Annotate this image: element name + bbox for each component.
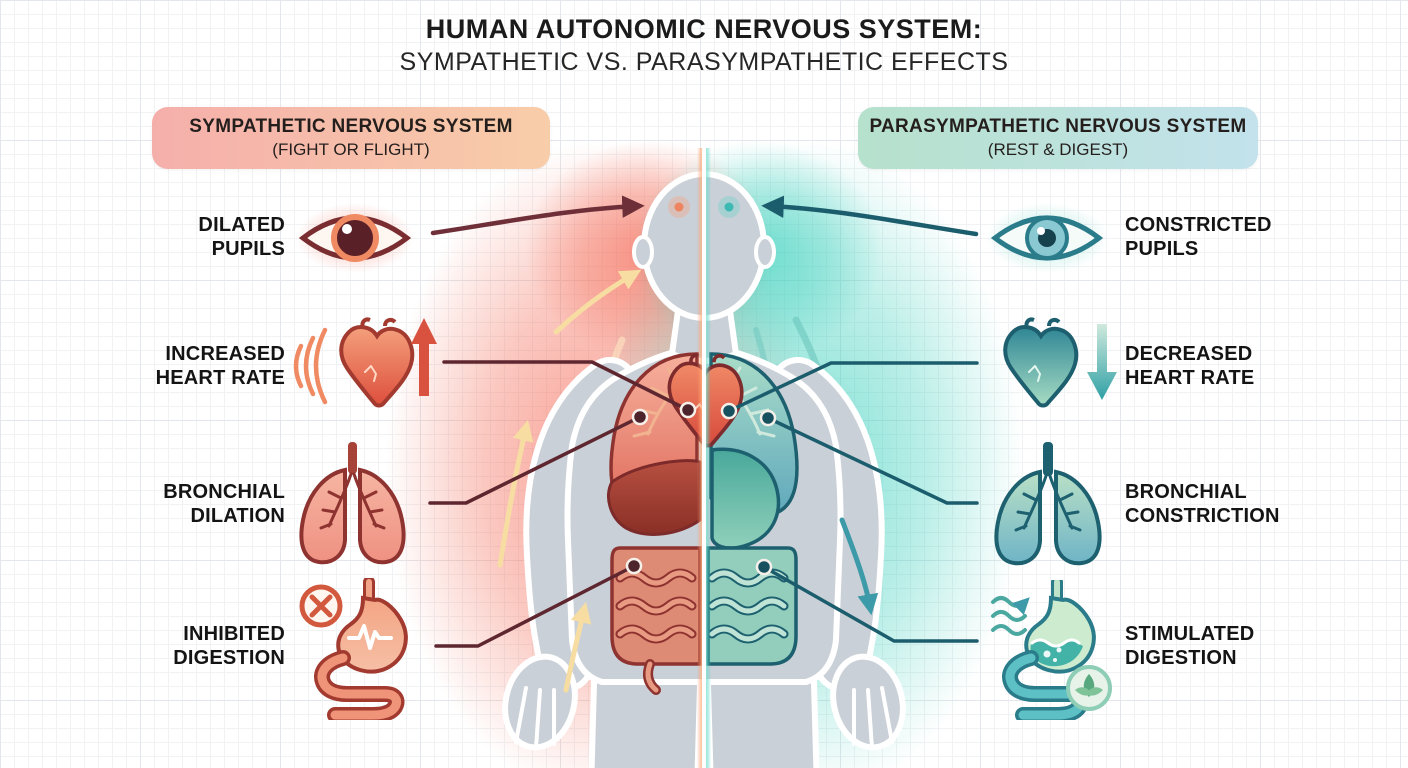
parasympathetic-header-badge: PARASYMPATHETIC NERVOUS SYSTEM (REST & D… xyxy=(858,107,1258,169)
label-increased-heart-rate: INCREASED HEART RATE xyxy=(155,343,285,389)
aroma-waves-icon xyxy=(991,596,1030,636)
inhibited-digestion-stomach-icon xyxy=(299,578,408,720)
label-stimulated-digestion: STIMULATED DIGESTION xyxy=(1125,623,1255,669)
stomach-pulse-line xyxy=(347,624,393,650)
title-line-2: SYMPATHETIC VS. PARASYMPATHETIC EFFECTS xyxy=(399,48,1009,76)
dilated-lungs-icon xyxy=(299,442,406,565)
increased-heart-rate-icon xyxy=(293,317,437,408)
sympathetic-header-badge: SYMPATHETIC NERVOUS SYSTEM (FIGHT OR FLI… xyxy=(152,107,550,169)
parasympathetic-header-title: PARASYMPATHETIC NERVOUS SYSTEM xyxy=(869,116,1247,137)
label-inhibited-digestion: INHIBITED DIGESTION xyxy=(173,623,285,669)
decreased-heart-rate-icon xyxy=(1003,317,1117,408)
liver xyxy=(607,459,702,536)
up-arrow-icon xyxy=(411,318,437,396)
title-line-1: HUMAN AUTONOMIC NERVOUS SYSTEM: xyxy=(425,14,983,44)
stomach-liquid xyxy=(1030,641,1083,667)
label-constricted-pupils: CONSTRICTED PUPILS xyxy=(1125,214,1272,260)
pulse-waves-icon xyxy=(293,327,328,405)
pupil-dots xyxy=(668,196,740,218)
hands xyxy=(502,653,906,751)
label-dilated-pupils: DILATED PUPILS xyxy=(198,214,285,260)
diagram-title: HUMAN AUTONOMIC NERVOUS SYSTEM: SYMPATHE… xyxy=(0,14,1408,77)
pupil-arrow-right xyxy=(761,195,979,237)
label-bronchial-dilation: BRONCHIAL DILATION xyxy=(163,481,285,527)
intestines-left xyxy=(610,546,702,695)
dilated-pupil-eye-icon xyxy=(296,203,414,273)
constricted-lungs-icon xyxy=(994,442,1102,566)
pupil-arrow-left xyxy=(430,195,645,236)
sympathetic-header-subtitle: (FIGHT OR FLIGHT) xyxy=(272,140,430,159)
flow-arrows xyxy=(497,269,879,693)
stimulated-digestion-stomach-icon xyxy=(991,580,1112,720)
down-arrow-icon xyxy=(1087,324,1117,400)
center-divider-line xyxy=(697,148,711,768)
sympathetic-header-title: SYMPATHETIC NERVOUS SYSTEM xyxy=(189,116,513,137)
constricted-pupil-eye-icon xyxy=(986,203,1108,273)
internal-organs xyxy=(607,352,799,695)
intestines-right xyxy=(706,546,798,666)
connector-lines xyxy=(428,195,979,648)
label-decreased-heart-rate: DECREASED HEART RATE xyxy=(1125,343,1255,389)
parasympathetic-header-subtitle: (REST & DIGEST) xyxy=(987,140,1129,159)
intestine-coils xyxy=(314,650,405,720)
nutrition-leaf-badge-icon xyxy=(1066,665,1112,711)
label-bronchial-constriction: BRONCHIAL CONSTRICTION xyxy=(1125,481,1280,527)
